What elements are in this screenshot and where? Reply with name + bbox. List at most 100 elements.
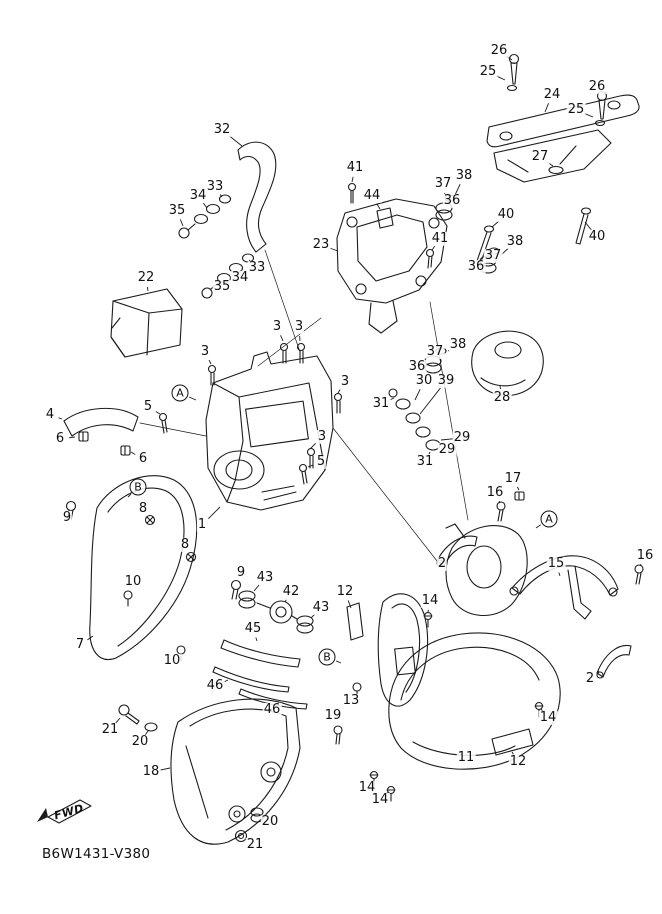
callout-11-69: 11 [456, 749, 476, 766]
part-screw-26-25-left [506, 53, 520, 92]
callout-40-12: 40 [496, 206, 516, 223]
callout-42-61: 42 [281, 583, 301, 600]
callout-6-44: 6 [137, 450, 149, 467]
leader-line [499, 385, 501, 390]
callout-2-57: 2 [436, 555, 448, 572]
callout-43-63: 43 [311, 599, 331, 616]
callout-20-74: 20 [130, 733, 150, 750]
part-clip-6b [120, 445, 131, 456]
callout-36-33: 36 [407, 358, 427, 375]
callout-10-51: 10 [123, 573, 143, 590]
callout-7-53: 7 [74, 636, 86, 653]
leader-line [347, 600, 352, 609]
leader-line [495, 75, 506, 81]
callout-18-77: 18 [141, 763, 161, 780]
leader-line [440, 438, 454, 441]
part-bolt-5a [158, 412, 168, 434]
callout-8-47: 8 [137, 500, 149, 517]
callout-35-21: 35 [167, 202, 187, 219]
part-hook-stay-2b [596, 644, 632, 679]
callout-19-67: 19 [323, 707, 343, 724]
leader-line [280, 335, 284, 342]
callout-26-0: 26 [489, 42, 509, 59]
marker-B-3: B [318, 648, 336, 666]
diagram-code: B6W1431-V380 [42, 846, 151, 862]
callout-33-19: 33 [205, 178, 225, 195]
leader-line [203, 202, 208, 209]
part-clip-17 [514, 491, 525, 501]
part-stay-4 [63, 407, 139, 437]
leader-line [639, 563, 642, 567]
leader-line [68, 436, 76, 439]
marker-B-2: B [129, 478, 147, 496]
callout-12-62: 12 [335, 583, 355, 600]
callout-46-72: 46 [262, 701, 282, 718]
callout-31-37: 31 [371, 395, 391, 412]
part-screw-8b [185, 551, 197, 563]
callout-14-75: 14 [357, 779, 377, 796]
callout-1-46: 1 [196, 516, 208, 533]
part-headlight-bracket-right [445, 523, 528, 617]
leader-line [179, 219, 184, 227]
part-trim-strip-46a [212, 666, 290, 693]
callout-5-45: 5 [315, 453, 327, 470]
leader-line [584, 221, 592, 231]
part-emblem-12a [346, 602, 364, 641]
callout-6-43: 6 [54, 430, 66, 447]
callout-21-73: 21 [100, 721, 120, 738]
callout-21-79: 21 [245, 836, 265, 853]
leader-line [309, 443, 316, 450]
callout-14-68: 14 [538, 709, 558, 726]
callout-41-15: 41 [430, 230, 450, 247]
leader-line [155, 411, 161, 415]
callout-28-36: 28 [492, 389, 512, 406]
part-clip-14d [386, 785, 396, 802]
callout-4-42: 4 [44, 406, 56, 423]
part-strip-45 [220, 639, 301, 668]
part-bracket-box-22 [110, 288, 183, 358]
callout-33-22: 33 [247, 259, 267, 276]
callout-22-25: 22 [136, 269, 156, 286]
fwd-flag [37, 799, 92, 824]
callout-3-26: 3 [271, 318, 283, 335]
part-bolt-41a [347, 182, 357, 204]
leader-line [284, 599, 287, 603]
callout-37-10: 37 [433, 175, 453, 192]
part-screw-16b [634, 564, 644, 585]
callout-9-48: 9 [61, 509, 73, 526]
callout-46-71: 46 [205, 677, 225, 694]
part-bolt-21b [234, 829, 248, 843]
marker-A-0: A [171, 384, 189, 402]
callout-20-78: 20 [260, 813, 280, 830]
leader-line [307, 464, 313, 468]
leader-line [159, 767, 171, 771]
part-stay-arm-32 [237, 141, 277, 253]
callout-8-49: 8 [179, 536, 191, 553]
callout-3-27: 3 [293, 318, 305, 335]
callout-3-29: 3 [339, 373, 351, 390]
callout-24-2: 24 [542, 86, 562, 103]
marker-A-1: A [540, 510, 558, 528]
callout-15-58: 15 [546, 555, 566, 572]
part-bolt-3d [333, 392, 343, 414]
callout-44-8: 44 [362, 187, 382, 204]
leader-line [544, 103, 549, 113]
leader-line [540, 708, 543, 712]
callout-43-60: 43 [255, 569, 275, 586]
callout-39-35: 39 [436, 372, 456, 389]
leader-line [144, 730, 149, 735]
leader-line [351, 176, 354, 183]
callout-3-28: 3 [199, 343, 211, 360]
leader-line [428, 451, 431, 455]
callout-17-54: 17 [503, 470, 523, 487]
callout-25-4: 25 [566, 101, 586, 118]
callout-36-18: 36 [466, 258, 486, 275]
callout-16-55: 16 [485, 484, 505, 501]
leader-line [336, 660, 342, 664]
callout-36-11: 36 [442, 192, 462, 209]
part-meter-stay-23 [336, 198, 448, 334]
callout-34-23: 34 [230, 269, 250, 286]
callout-37-17: 37 [483, 247, 503, 264]
part-clip-6a [78, 431, 89, 442]
